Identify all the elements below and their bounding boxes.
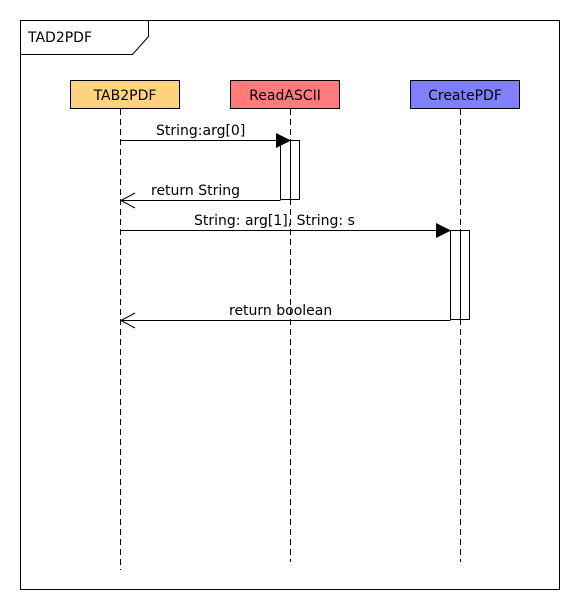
message-1-label: String:arg[0] [156,123,245,139]
frame-title: TAD2PDF [27,30,92,46]
message-4-label: return boolean [229,303,332,319]
participant-createpdf-label: CreatePDF [428,88,502,104]
message-3-arrowhead [436,223,451,238]
message-2-arrowhead [119,192,136,209]
participant-readascii-label: ReadASCII [249,88,321,104]
message-1-arrowhead [276,133,291,148]
participant-tab2pdf-label: TAB2PDF [93,88,157,104]
participant-readascii-box [230,80,340,109]
message-4-arrowhead [119,312,136,329]
frame-title-tab [20,20,149,55]
message-3-label: String: arg[1], String: s [194,213,355,229]
message-2-label: return String [151,183,240,199]
participant-createpdf-box [410,80,520,109]
participant-tab2pdf-box [70,80,180,109]
